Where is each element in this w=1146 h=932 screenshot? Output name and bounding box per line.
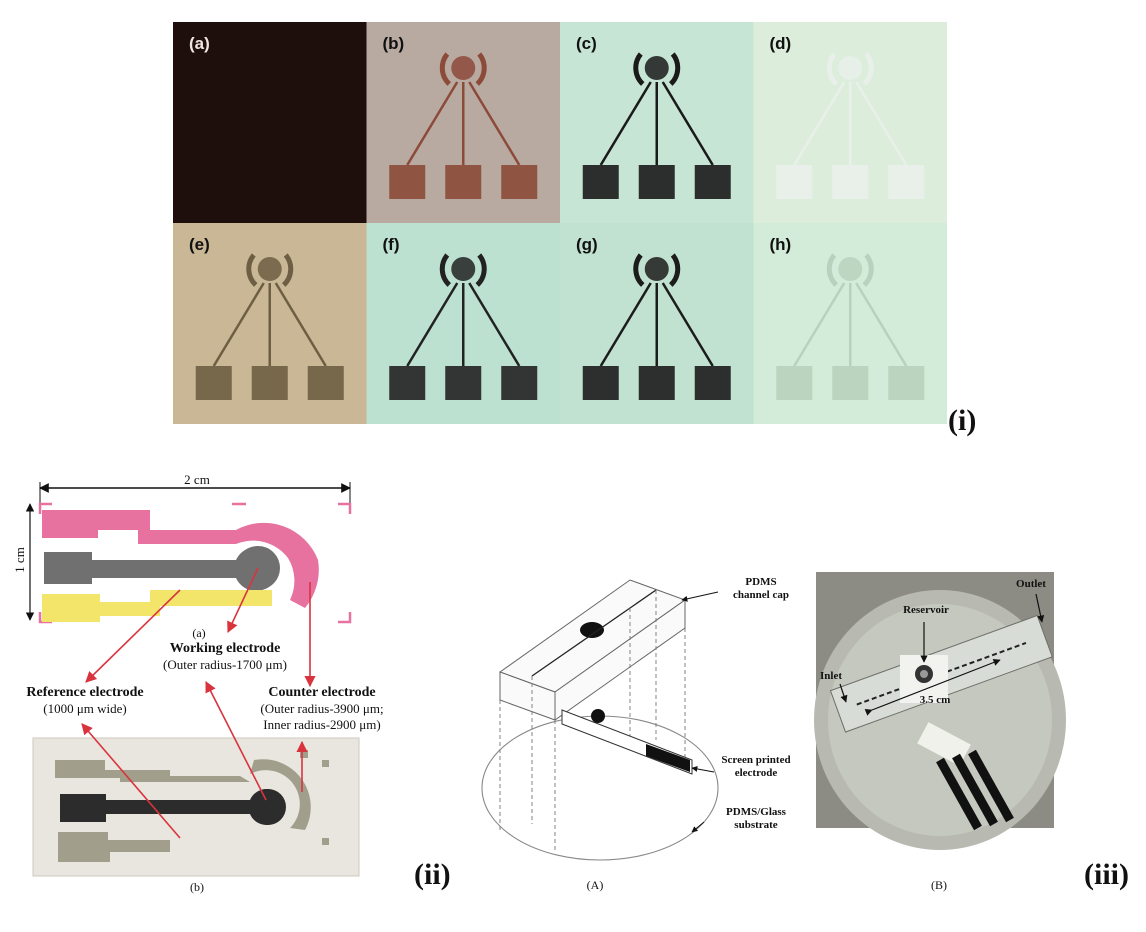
counter-electrode-detail-2: Inner radius-2900 μm) (263, 717, 381, 732)
substrate-label: PDMS/Glass substrate (706, 806, 806, 832)
inlet-label: Inlet (820, 670, 842, 682)
reference-electrode-shape (42, 590, 272, 622)
panel-label: (b) (382, 34, 405, 53)
figure-iii-label: (iii) (1084, 858, 1129, 891)
panel-label: (a) (189, 34, 210, 53)
electrode-panel-c (560, 22, 754, 223)
reference-electrode-annotation: Reference electrode (1000 μm wide) (0, 684, 170, 717)
panel-label: (h) (769, 235, 792, 254)
figure-i: (a) (b) (c) (d) (e) (f) (g) (h) (173, 22, 947, 424)
panel-label: (c) (576, 34, 597, 53)
outlet-label: Outlet (1016, 578, 1046, 590)
panel-label: (g) (576, 235, 598, 254)
figure-ii-label: (ii) (414, 858, 451, 891)
pdms-cap-label: PDMS channel cap (716, 576, 806, 602)
distance-label: 3.5 cm (919, 694, 951, 706)
electrode-panel-g (560, 223, 754, 424)
working-electrode-annotation: Working electrode (Outer radius-1700 μm) (120, 640, 330, 673)
pdms-cap-block (498, 579, 687, 721)
figure-iii-drawing (481, 572, 1066, 861)
electrode-panel-b (366, 22, 560, 223)
reference-electrode-title: Reference electrode (26, 685, 144, 700)
figure-i-label: (i) (948, 404, 977, 437)
reservoir-label: Reservoir (903, 604, 949, 616)
electrode-panel-f (366, 223, 560, 424)
electrode-panel-e (173, 223, 367, 424)
schematic-caption: (A) (586, 878, 604, 892)
figure-i-grid (173, 22, 947, 424)
height-dimension-label: 1 cm (12, 547, 27, 573)
working-electrode-title: Working electrode (169, 641, 281, 656)
layout-caption: (a) (192, 626, 206, 640)
working-electrode-detail: (Outer radius-1700 μm) (163, 657, 287, 672)
pdms-cap-line-2: channel cap (733, 589, 789, 601)
width-dimension-label: 2 cm (184, 472, 210, 487)
substrate-line-2: substrate (734, 819, 778, 831)
photo-b-caption: (B) (931, 878, 947, 892)
panel-label: (e) (189, 235, 210, 254)
electrode-panel-d (753, 22, 947, 223)
counter-electrode-detail-1: (Outer radius-3900 μm; (260, 701, 384, 716)
screen-printed-line-1: Screen printed (721, 754, 791, 766)
figure-ii: 2 cm 1 cm (a) Working electrode (Outer r… (0, 460, 440, 930)
counter-electrode-annotation: Counter electrode (Outer radius-3900 μm;… (222, 684, 422, 733)
panel-label: (f) (382, 235, 400, 254)
panel-label: (d) (769, 34, 792, 53)
electrode-panel-h (753, 223, 947, 424)
figure-iii: PDMS channel cap Screen printed electrod… (470, 560, 1070, 932)
photo-caption: (b) (190, 880, 204, 894)
counter-electrode-title: Counter electrode (268, 685, 376, 700)
electrode-panel-a (173, 22, 367, 223)
screen-printed-label: Screen printed electrode (706, 754, 806, 780)
reference-electrode-detail: (1000 μm wide) (43, 701, 127, 716)
figure-ii-drawing (25, 482, 360, 877)
annotation-arrows (81, 567, 316, 839)
pdms-cap-line-1: PDMS (745, 576, 777, 588)
working-electrode-shape (44, 547, 279, 591)
screen-printed-line-2: electrode (734, 767, 778, 779)
counter-electrode-shape (42, 510, 319, 608)
substrate-line-1: PDMS/Glass (726, 806, 786, 818)
